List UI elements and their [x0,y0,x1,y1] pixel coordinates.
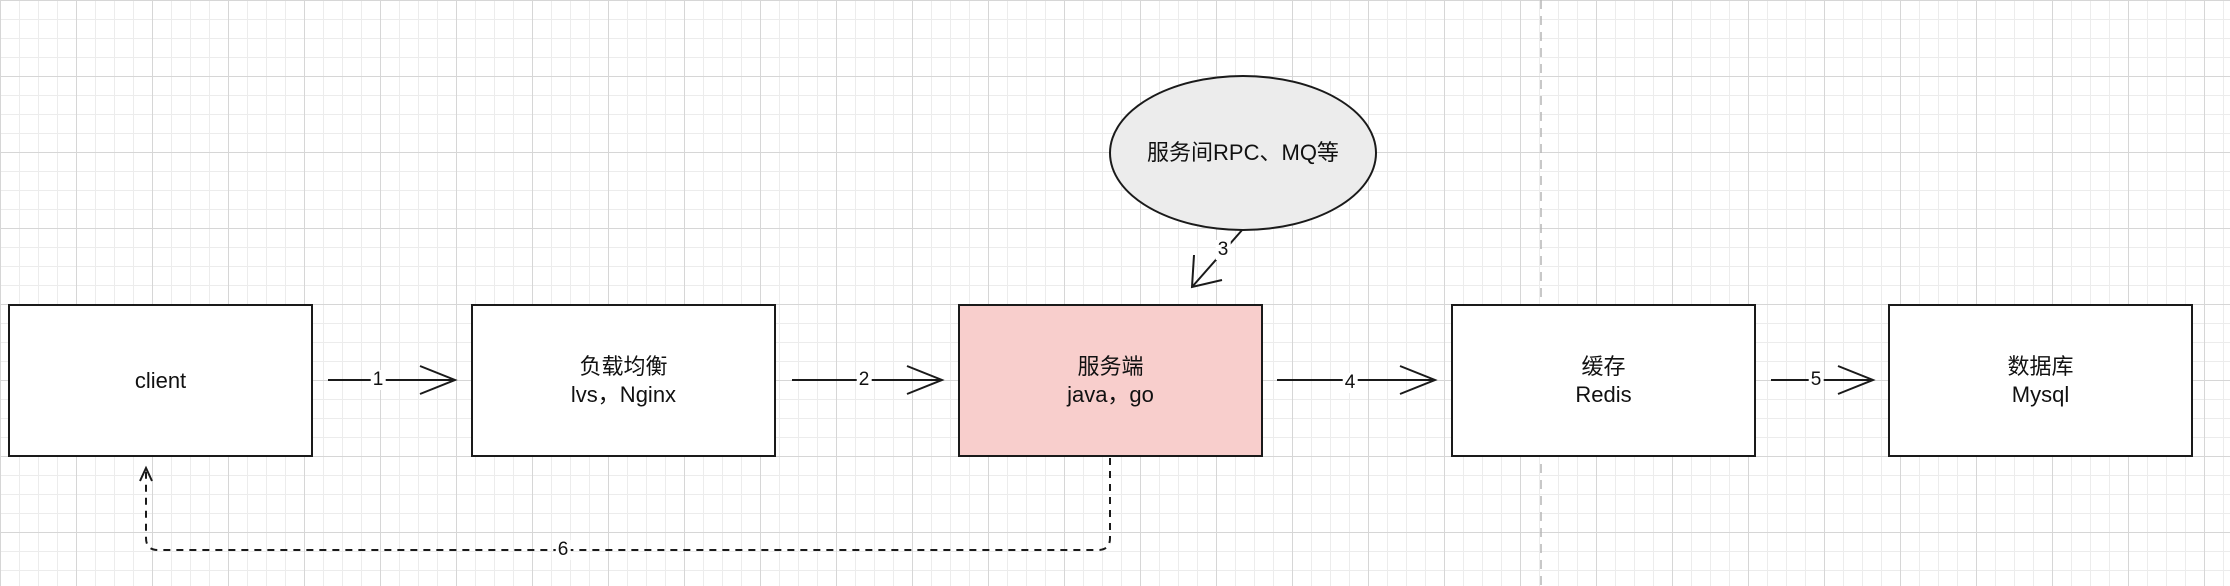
load-balancer-detail: lvs，Nginx [570,381,677,407]
edge-6[interactable] [139,458,1111,551]
edge-1[interactable] [328,365,458,395]
cache-title: 缓存 [1581,353,1626,379]
client-node[interactable]: client [8,304,313,457]
server-node[interactable]: 服务端 java，go [958,304,1263,457]
edge-1-label: 1 [370,369,386,390]
cache-node[interactable]: 缓存 Redis [1451,304,1756,457]
client-label: client [134,367,187,393]
cache-detail: Redis [1575,381,1632,407]
edge-2-label: 2 [856,369,872,390]
edge-3-label: 3 [1215,239,1231,260]
database-title: 数据库 [2007,353,2074,379]
load-balancer-node[interactable]: 负载均衡 lvs，Nginx [471,304,776,457]
database-detail: Mysql [2011,381,2070,407]
rpc-label: 服务间RPC、MQ等 [1147,140,1339,165]
rpc-ellipse-node[interactable]: 服务间RPC、MQ等 [1109,75,1377,231]
database-node[interactable]: 数据库 Mysql [1888,304,2193,457]
server-title: 服务端 [1077,353,1144,379]
load-balancer-title: 负载均衡 [579,353,668,379]
server-detail: java，go [1067,381,1154,407]
edge-5-label: 5 [1808,369,1824,390]
edge-6-label: 6 [555,539,571,560]
edge-4-label: 4 [1342,372,1358,393]
